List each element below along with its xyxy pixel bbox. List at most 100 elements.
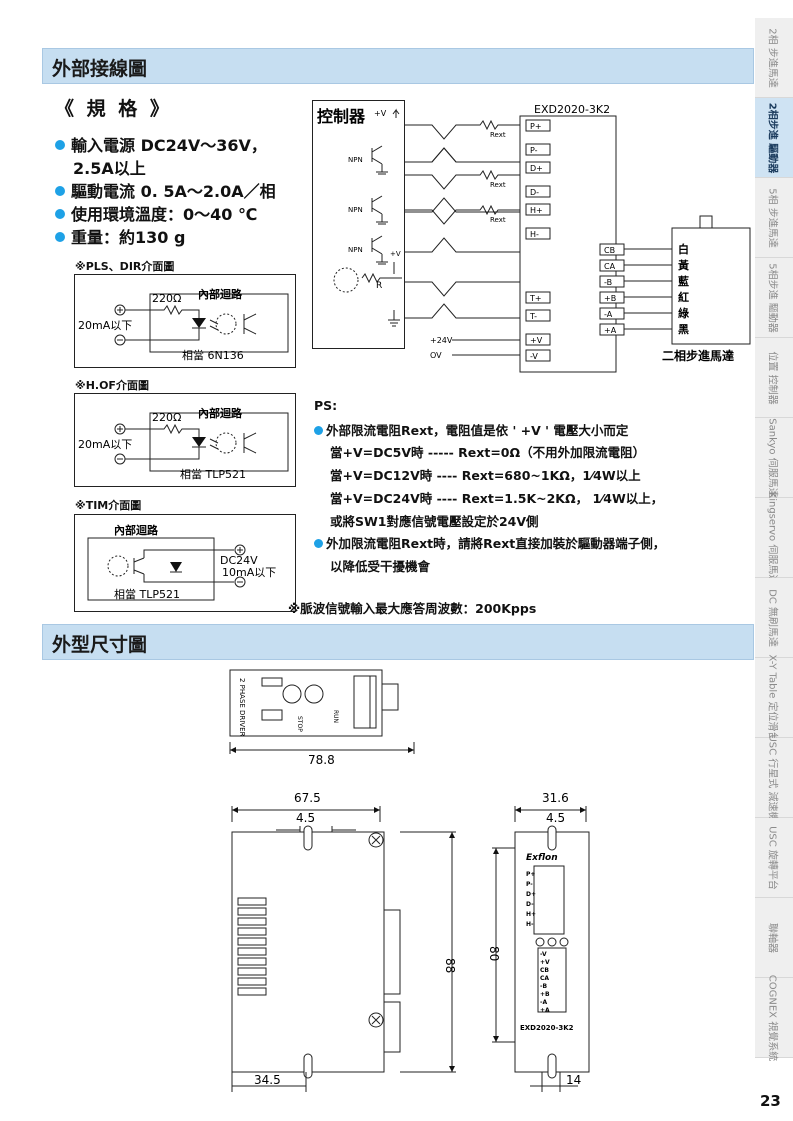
ps-line: 當+V=DC24V時 ---- Rext=1.5K~2KΩ， 1⁄4W以上， [330,491,664,506]
svg-text:相當 TLP521: 相當 TLP521 [180,468,246,481]
svg-text:78.8: 78.8 [308,753,335,767]
side-tab-usc-reducer[interactable]: USC 行星式 減速機 [755,734,793,821]
svg-text:EXD2020-3K2: EXD2020-3K2 [520,1024,574,1032]
side-tab-cognex[interactable]: COGNEX 視覺系統 [755,974,793,1061]
svg-text:+V: +V [540,959,550,966]
svg-text:-A: -A [540,999,547,1006]
svg-text:-B: -B [604,278,612,287]
driver-model: EXD2020-3K2 [534,103,610,116]
spec-item: 使用環境溫度：0～40 ℃ [55,201,257,225]
svg-text:+A: +A [604,326,617,335]
svg-text:綠: 綠 [678,306,690,320]
svg-text:黃: 黃 [677,258,689,272]
svg-text:P-: P- [526,881,533,888]
svg-text:內部迴路: 內部迴路 [114,523,159,537]
side-tab-nav: 2相 步進馬達 2相步進 驅動器 5相 步進馬達 5相步進 驅動器 位置 控制器… [755,18,793,1061]
svg-text:+V: +V [390,250,401,258]
svg-text:P+: P+ [530,122,542,131]
svg-text:H-: H- [530,230,539,239]
section-title: 外部接線圖 [52,58,148,80]
section-header-wiring: 外部接線圖 [42,48,754,84]
svg-text:D-: D- [530,188,539,197]
svg-text:藍: 藍 [678,274,689,288]
ps-line: 或將SW1對應信號電壓設定於24V側 [330,514,539,529]
svg-text:+B: +B [540,991,550,998]
svg-text:+A: +A [540,1007,550,1014]
spec-item: 2.5A以上 [73,159,146,178]
svg-text:R: R [376,281,382,291]
svg-text:P-: P- [530,146,538,155]
svg-text:31.6: 31.6 [542,792,569,805]
svg-text:D+: D+ [530,164,543,173]
section-title: 外型尺寸圖 [52,634,148,656]
spec-item: 驅動電流 0. 5A～2.0A／相 [55,178,276,202]
svg-text:內部迴路: 內部迴路 [198,287,243,301]
svg-text:相當 6N136: 相當 6N136 [182,349,244,362]
side-tab-xy-table[interactable]: X-Y Table 定位滑台 [755,654,793,741]
interface-heading-tim: ※TIM介面圖 [75,499,142,512]
svg-text:CB: CB [604,246,615,255]
page-number: 23 [760,1092,781,1110]
svg-text:NPN: NPN [348,156,363,164]
side-tab-2phase-driver[interactable]: 2相步進 驅動器 [755,98,793,178]
section-header-dimensions: 外型尺寸圖 [42,624,754,660]
motor-label: 二相步進馬達 [662,348,734,363]
side-tab-coupling[interactable]: 聯軸器 [755,898,793,978]
svg-text:NPN: NPN [348,246,363,254]
interface-heading-hof: ※H.OF介面圖 [75,379,149,392]
svg-text:220Ω: 220Ω [152,292,181,305]
svg-text:80: 80 [490,946,501,961]
ps-line: 當+V=DC12V時 ---- Rext=680~1KΩ，1⁄4W以上 [330,468,641,483]
bullet-icon [55,209,65,219]
svg-text:34.5: 34.5 [254,1073,281,1087]
svg-text:+24V: +24V [430,336,453,345]
svg-text:-A: -A [604,310,613,319]
svg-text:H+: H+ [530,206,543,215]
svg-text:T+: T+ [529,294,542,303]
svg-text:2 PHASE DRIVER: 2 PHASE DRIVER [238,678,246,737]
bullet-icon [314,426,323,435]
side-tab-usc-rotary[interactable]: USC 旋轉平台 [755,818,793,898]
side-tab-dc-brushless[interactable]: DC 無刷馬達 [755,578,793,658]
svg-text:RUN: RUN [332,710,339,723]
svg-text:相當 TLP521: 相當 TLP521 [114,588,180,601]
interface-diagram-tim: 內部迴路 DC24V 10mA以下 相當 TLP521 [74,514,296,612]
svg-text:CA: CA [604,262,616,271]
ps-line: 外加限流電阻Rext時，請將Rext直接加裝於驅動器端子側， [314,533,665,552]
bullet-icon [55,140,65,150]
side-tab-kingservo[interactable]: Kingservo 伺服馬達 [755,491,793,584]
svg-text:T-: T- [529,312,537,321]
svg-text:67.5: 67.5 [294,792,321,805]
svg-text:4.5: 4.5 [296,811,315,825]
svg-text:-V: -V [540,951,547,958]
svg-text:DC24V: DC24V [220,554,258,567]
ps-line: 當+V=DC5V時 ----- Rext=0Ω（不用外加限流電阻） [330,445,646,460]
ps-line: 外部限流電阻Rext，電阻值是依 ' +V ' 電壓大小而定 [314,420,628,439]
svg-text:Exflon: Exflon [526,853,558,863]
side-tab-sankyo[interactable]: Sankyo 伺服馬達 [755,418,793,498]
spec-heading: 《 規 格 》 [55,98,172,120]
side-tab-position-controller[interactable]: 位置 控制器 [755,338,793,418]
svg-text:CB: CB [540,967,549,974]
svg-text:白: 白 [678,242,689,256]
svg-text:20mA以下: 20mA以下 [78,319,132,332]
svg-text:20mA以下: 20mA以下 [78,438,132,451]
interface-diagram-hof: 220Ω 內部迴路 20mA以下 相當 TLP521 [74,393,296,487]
bullet-icon [55,186,65,196]
svg-text:內部迴路: 內部迴路 [198,406,243,420]
side-view-drawing: 67.5 4.5 88 34.5 [231,792,457,1092]
side-tab-5phase-driver[interactable]: 5相步進 驅動器 [755,258,793,338]
spec-item: 重量：約130 g [55,224,185,248]
svg-text:黑: 黑 [678,323,689,336]
spec-item: 輸入電源 DC24V～36V， [55,132,267,156]
svg-text:CA: CA [540,975,549,982]
side-tab-2phase-motor[interactable]: 2相 步進馬達 [755,18,793,98]
svg-text:紅: 紅 [678,290,689,304]
svg-text:NPN: NPN [348,206,363,214]
side-tab-5phase-motor[interactable]: 5相 步進馬達 [755,178,793,258]
svg-text:-B: -B [540,983,547,990]
svg-text:Rext: Rext [490,131,506,139]
bullet-icon [55,232,65,242]
svg-text:14: 14 [566,1073,581,1087]
pulse-note: ※脈波信號輸入最大應答周波數：200Kpps [288,601,537,616]
